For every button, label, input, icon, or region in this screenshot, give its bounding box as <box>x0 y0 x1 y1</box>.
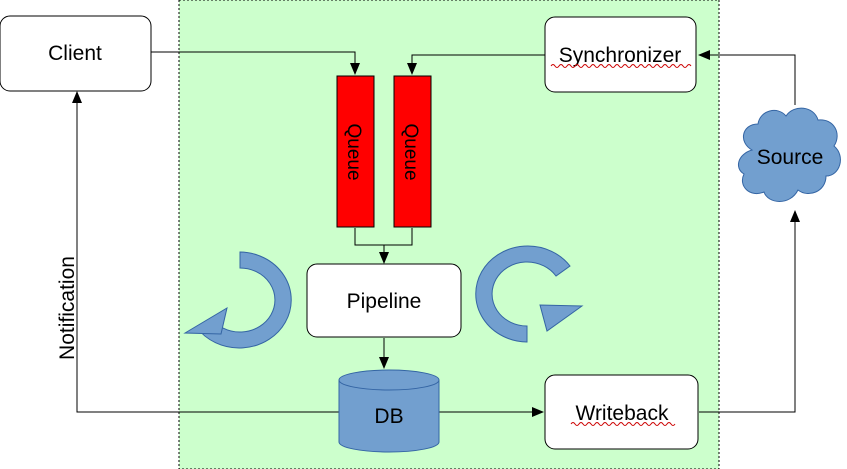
queue-2-label: Queue <box>400 123 421 180</box>
client-label: Client <box>48 42 102 65</box>
synchronizer-node: Synchronizer <box>544 16 697 93</box>
db-label: DB <box>374 405 403 428</box>
queue-2: Queue <box>393 75 432 228</box>
edge-synchronizer-to-queue-2 <box>407 54 545 75</box>
writeback-label: Writeback <box>576 402 669 425</box>
edge-db-to-client-notification <box>72 91 339 413</box>
edge-writeback-to-source <box>699 210 800 413</box>
notification-label: Notification <box>56 256 79 360</box>
writeback-node: Writeback <box>544 374 699 450</box>
cycle-arrow-right-icon <box>475 245 584 343</box>
source-label: Source <box>757 146 824 169</box>
edge-client-to-queue-1 <box>151 51 360 75</box>
cycle-arrow-left-icon <box>183 251 292 349</box>
spellcheck-underline <box>550 64 692 68</box>
pipeline-label: Pipeline <box>347 290 422 313</box>
queue-1-label: Queue <box>343 123 364 180</box>
source-cloud-icon: Source <box>737 107 841 202</box>
spellcheck-underline <box>570 422 676 426</box>
synchronizer-label: Synchronizer <box>559 44 682 67</box>
pipeline-node: Pipeline <box>306 263 462 338</box>
queue-1: Queue <box>336 75 375 228</box>
edge-source-to-synchronizer <box>698 50 796 105</box>
client-node: Client <box>0 15 152 92</box>
connectors <box>72 50 800 417</box>
db-cylinder: DB <box>338 369 440 453</box>
